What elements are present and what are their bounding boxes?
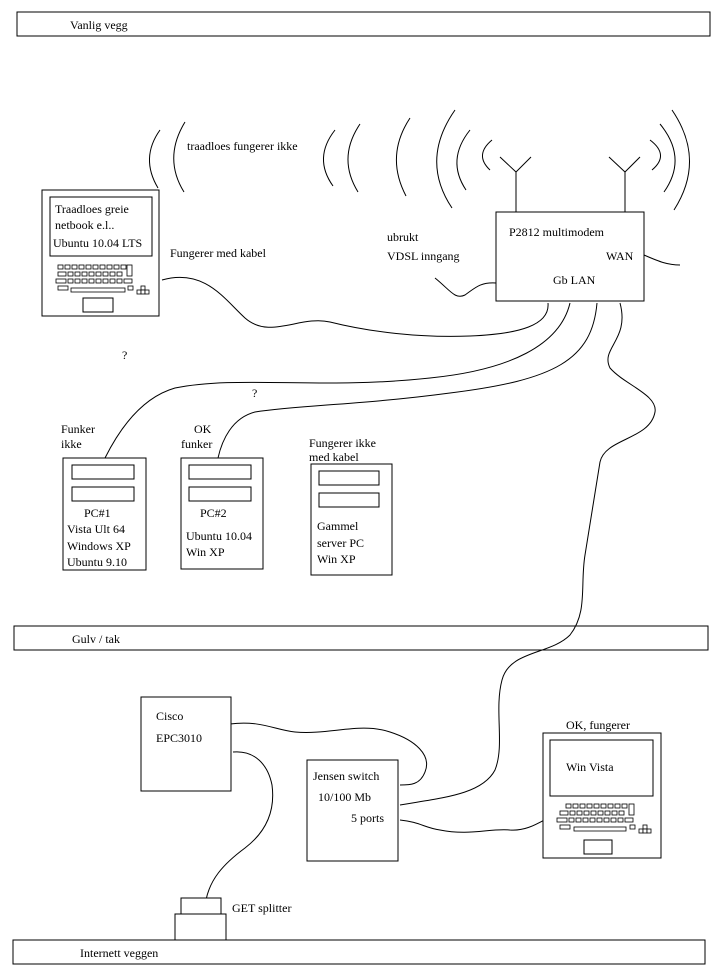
pc2-tower: PC#2 Ubuntu 10.04 Win XP [180,457,264,570]
vdsl-label-line-1: ubrukt [387,230,419,244]
pc2-os-1: Ubuntu 10.04 [186,529,252,543]
question-mark-1: ? [122,348,127,362]
pc1-tower: PC#1 Vista Ult 64 Windows XP Ubuntu 9.10 [62,457,147,571]
netbook-line-3: Ubuntu 10.04 LTS [53,236,142,250]
pc2-status-line-2: funker [181,437,212,451]
pc2-status-line-1: OK [194,422,212,436]
server-line-1: Gammel [317,519,359,533]
wall-middle-label: Gulv / tak [72,632,120,646]
cable-cisco-switch [229,722,427,786]
pc2-os-2: Win XP [186,545,225,559]
server-status-line-1: Fungerer ikke [309,436,376,450]
pc1-status-line-1: Funker [61,422,95,436]
cable-modem-pc2 [217,302,598,459]
cable-modem-switch [399,302,656,806]
switch-line-3: 5 ports [351,811,384,825]
wireless-waves [149,109,690,211]
splitter-label: GET splitter [232,901,291,915]
netbook-line-2: netbook e.l.. [55,218,114,232]
netbook: Traadloes greie netbook e.l.. Ubuntu 10.… [41,189,160,317]
modem: P2812 multimodem WAN Gb LAN [495,156,645,302]
switch-line-1: Jensen switch [313,769,379,783]
pc1-status-line-2: ikke [61,437,82,451]
cable-wan [643,254,681,266]
netbook-touchpad [82,297,114,313]
jensen-switch: Jensen switch 10/100 Mb 5 ports [306,759,399,862]
cisco-line-1: Cisco [156,709,183,723]
pc1-os-2: Windows XP [67,539,131,553]
get-splitter [174,897,227,941]
netbook-keyboard-icon [55,264,150,295]
laptop2-keyboard-icon [556,803,652,834]
cable-netbook-modem [161,276,549,337]
wall-top-label: Vanlig vegg [70,18,128,32]
wall-bottom: Internett veggen [12,939,706,965]
wall-bottom-label: Internett veggen [80,946,158,960]
cisco-modem: Cisco EPC3010 [140,696,232,792]
wall-middle: Gulv / tak [13,625,709,651]
netbook-cable-label: Fungerer med kabel [170,246,267,260]
pc2-name: PC#2 [200,506,227,520]
netbook-line-1: Traadloes greie [55,202,129,216]
laptop2-os: Win Vista [566,760,614,774]
modem-lan-label: Gb LAN [553,273,596,287]
vdsl-label-line-2: VDSL inngang [387,249,460,263]
cisco-line-2: EPC3010 [156,731,202,745]
wall-top: Vanlig vegg [16,11,711,37]
laptop2: Win Vista [542,732,662,859]
cable-vdsl [434,277,497,297]
pc1-os-3: Ubuntu 9.10 [67,555,127,569]
question-mark-2: ? [252,386,257,400]
modem-name: P2812 multimodem [509,225,605,239]
modem-wan-label: WAN [606,249,634,263]
cable-switch-laptop2 [399,817,549,833]
switch-line-2: 10/100 Mb [318,790,371,804]
laptop2-touchpad [583,839,613,855]
server-line-2: server PC [317,536,364,550]
cable-cisco-splitter [205,751,274,901]
server-line-3: Win XP [317,552,356,566]
server-tower: Gammel server PC Win XP [310,463,393,576]
pc1-os-1: Vista Ult 64 [67,522,125,536]
cable-modem-pc1 [104,302,571,459]
cables [104,254,681,901]
laptop2-status: OK, fungerer [566,718,630,732]
wireless-note: traadloes fungerer ikke [187,139,298,153]
pc1-name: PC#1 [84,506,111,520]
server-status-line-2: med kabel [309,450,359,464]
